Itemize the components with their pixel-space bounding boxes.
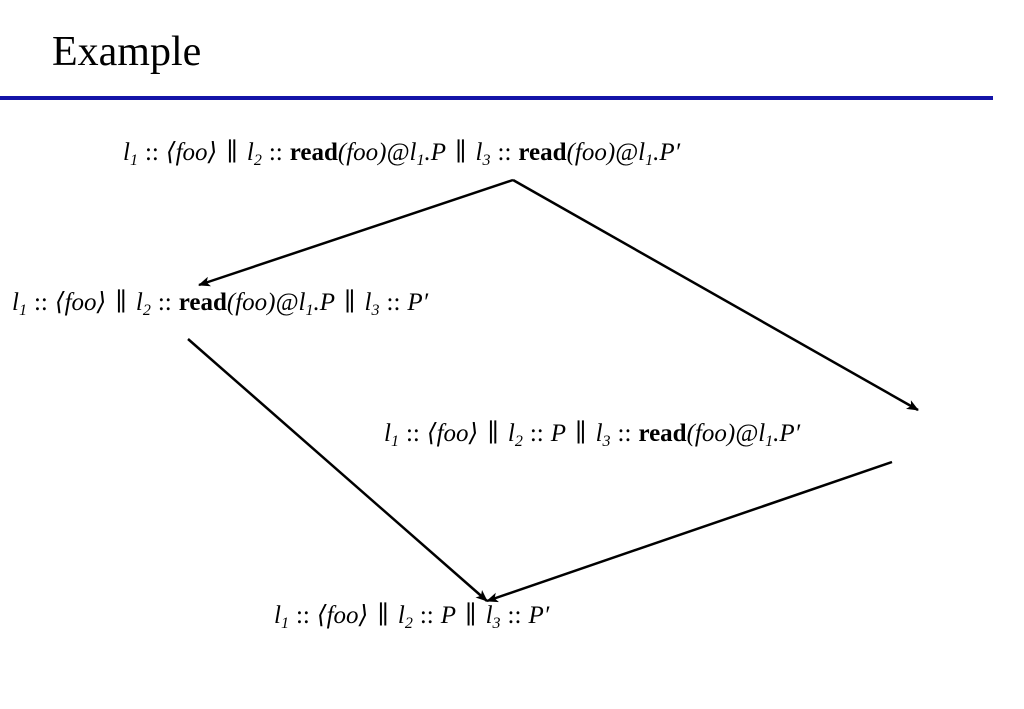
location-var: l2 — [246, 139, 262, 169]
location-var: l1 — [123, 139, 138, 169]
located-at-operator: :: — [529, 420, 544, 447]
location-var: l3 — [475, 139, 491, 169]
read-keyword: read — [518, 139, 567, 166]
state-node-l2-read-done: l1::⟨foo⟩∥l2::P∥l3::read(foo)@l1.P′ — [384, 418, 800, 450]
located-at-operator: :: — [295, 602, 310, 629]
location-subscript: 1 — [305, 302, 314, 319]
formula-term: .P — [424, 139, 446, 166]
location-var: l1 — [274, 602, 289, 632]
location-var: l1 — [638, 139, 654, 169]
parallel-operator: ∥ — [465, 602, 477, 629]
located-at-operator: :: — [33, 289, 48, 316]
location-subscript: 1 — [416, 152, 425, 169]
location-var: l2 — [507, 420, 523, 450]
located-at-operator: :: — [144, 139, 159, 166]
formula-term: P — [550, 420, 567, 447]
location-var: l3 — [485, 602, 501, 632]
formula-term: (foo) — [226, 289, 276, 316]
located-at-operator: :: — [507, 602, 522, 629]
formula-term: @ — [386, 139, 410, 166]
state-node-initial: l1::⟨foo⟩∥l2::read(foo)@l1.P∥l3::read(fo… — [123, 137, 680, 169]
location-subscript: 2 — [404, 615, 413, 632]
location-subscript: 2 — [253, 152, 262, 169]
formula-term: ⟨foo⟩ — [165, 139, 218, 166]
formula-term: .P′ — [773, 420, 801, 447]
read-keyword: read — [289, 139, 338, 166]
located-at-operator: :: — [268, 139, 283, 166]
title-rule — [0, 96, 993, 100]
parallel-operator: ∥ — [575, 420, 587, 447]
formula-term: ⟨foo⟩ — [316, 602, 369, 629]
formula-term: @ — [615, 139, 639, 166]
located-at-operator: :: — [386, 289, 401, 316]
location-var: l1 — [758, 420, 774, 450]
arrow-n1-to-n3 — [512, 178, 919, 412]
location-subscript: 2 — [142, 302, 151, 319]
arrow-n1-to-n2 — [198, 178, 514, 287]
state-node-final: l1::⟨foo⟩ ∥ l2::P ∥ l3::P′ — [274, 600, 549, 632]
read-keyword: read — [178, 289, 227, 316]
location-subscript: 3 — [492, 615, 501, 632]
location-subscript: 1 — [390, 433, 399, 450]
location-subscript: 1 — [280, 615, 289, 632]
location-var: l3 — [364, 289, 380, 319]
location-subscript: 3 — [482, 152, 491, 169]
location-var: l2 — [397, 602, 413, 632]
location-subscript: 1 — [18, 302, 27, 319]
formula-term: ⟨foo⟩ — [54, 289, 107, 316]
location-var: l1 — [298, 289, 314, 319]
formula-term: @ — [735, 420, 759, 447]
located-at-operator: :: — [405, 420, 420, 447]
location-subscript: 3 — [371, 302, 380, 319]
located-at-operator: :: — [419, 602, 434, 629]
parallel-operator: ∥ — [487, 420, 499, 447]
location-subscript: 1 — [129, 152, 138, 169]
formula-term: .P — [313, 289, 335, 316]
parallel-operator: ∥ — [226, 139, 238, 166]
location-var: l1 — [12, 289, 27, 319]
formula-term: (foo) — [686, 420, 736, 447]
slide-title: Example — [52, 29, 202, 75]
formula-term: P′ — [407, 289, 429, 316]
parallel-operator: ∥ — [454, 139, 467, 166]
formula-term: (foo) — [566, 139, 616, 166]
parallel-operator: ∥ — [343, 289, 356, 316]
arrow-n2-to-n4 — [187, 338, 488, 602]
read-keyword: read — [638, 420, 687, 447]
state-node-l3-read-done: l1::⟨foo⟩∥l2::read(foo)@l1.P∥l3::P′ — [12, 287, 428, 319]
located-at-operator: :: — [617, 420, 632, 447]
formula-term: P — [440, 602, 457, 629]
located-at-operator: :: — [157, 289, 172, 316]
located-at-operator: :: — [497, 139, 512, 166]
parallel-operator: ∥ — [377, 602, 389, 629]
location-var: l1 — [409, 139, 425, 169]
formula-term: .P′ — [653, 139, 681, 166]
location-subscript: 1 — [765, 433, 774, 450]
location-subscript: 1 — [645, 152, 654, 169]
location-var: l2 — [135, 289, 151, 319]
parallel-operator: ∥ — [115, 289, 127, 316]
formula-term: (foo) — [337, 139, 387, 166]
location-var: l3 — [595, 420, 611, 450]
arrow-n3-to-n4 — [486, 460, 893, 603]
location-subscript: 3 — [602, 433, 611, 450]
formula-term: @ — [275, 289, 299, 316]
location-var: l1 — [384, 420, 399, 450]
location-subscript: 2 — [514, 433, 523, 450]
formula-term: ⟨foo⟩ — [426, 420, 479, 447]
formula-term: P′ — [528, 602, 550, 629]
